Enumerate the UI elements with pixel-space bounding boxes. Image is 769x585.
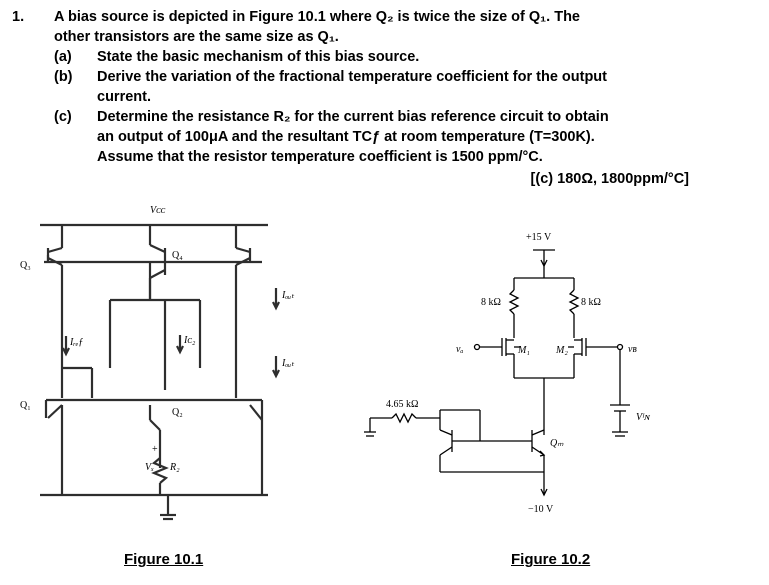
fig2-vminus-label: −10 V: [528, 504, 554, 515]
part-c-text-line2: an output of 100μA and the resultant TCƒ…: [97, 129, 595, 145]
part-a-label: (a): [54, 49, 72, 65]
part-a-text: State the basic mechanism of this bias s…: [97, 49, 420, 65]
question-intro-line2: other transistors are the same size as Q…: [54, 29, 339, 45]
fig1-q2-label: Q₂: [172, 407, 183, 418]
part-b-text-line1: Derive the variation of the fractional t…: [97, 69, 607, 85]
fig2-m2-label: M₂: [555, 345, 568, 356]
fig2-vin-label: Vᴵɴ: [636, 412, 651, 423]
fig1-r2-label: R₂: [169, 462, 180, 473]
fig2-rbias-label: 4.65 kΩ: [386, 399, 418, 410]
fig1-vx-label: Vₓ: [145, 462, 154, 473]
part-c-text-line1: Determine the resistance R₂ for the curr…: [97, 109, 609, 125]
part-c-text-line3: Assume that the resistor temperature coe…: [97, 149, 543, 165]
fig2-rleft-label: 8 kΩ: [481, 297, 501, 308]
fig1-q4-label: Q₄: [172, 250, 183, 261]
fig2-vplus-label: +15 V: [526, 232, 552, 243]
fig2-qm-label: Qₘ: [550, 438, 564, 449]
fig1-iout2-label: Iₒᵤₜ: [281, 358, 295, 369]
figure-10-1-caption: Figure 10.1: [124, 551, 204, 568]
answer-hint: [(c) 180Ω, 1800ppm/°C]: [530, 171, 689, 187]
fig2-m1-label: M₁: [517, 345, 530, 356]
fig1-iout1-label: Iₒᵤₜ: [281, 290, 295, 301]
part-c-label: (c): [54, 109, 72, 125]
fig1-iref-label: Iᵣₑƒ: [69, 337, 83, 348]
figure-10-2-caption: Figure 10.2: [511, 551, 591, 568]
question-number: 1.: [12, 9, 25, 25]
fig1-q3-label: Q₃: [20, 260, 31, 271]
fig2-rright-label: 8 kΩ: [581, 297, 601, 308]
part-b-label: (b): [54, 69, 73, 85]
fig1-ic2-label: Iᴄ₂: [183, 335, 196, 346]
question-intro-line1: A bias source is depicted in Figure 10.1…: [54, 9, 580, 25]
fig1-vcc-label: Vᴄᴄ: [150, 205, 166, 216]
fig2-va-label: vₐ: [456, 344, 463, 355]
part-b-text-line2: current.: [97, 89, 151, 105]
fig1-q1-label: Q₁: [20, 400, 31, 411]
fig1-plus-label: +: [152, 444, 158, 455]
fig2-vb-label: vʙ: [628, 344, 637, 355]
